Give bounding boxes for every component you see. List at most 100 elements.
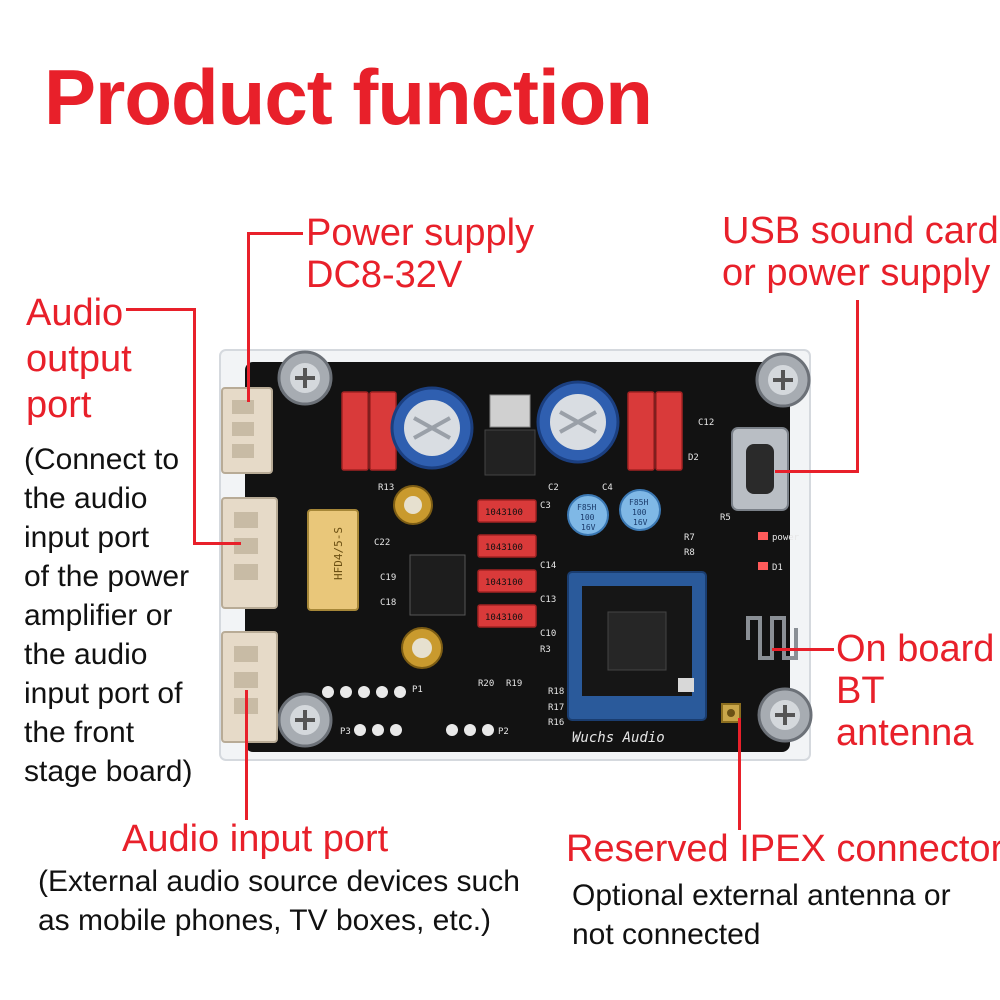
silk-label: D1	[772, 563, 783, 573]
label-line: output	[26, 338, 132, 380]
label-line: antenna	[836, 712, 974, 754]
brand-silkscreen: Wuchs Audio	[572, 730, 665, 746]
desc-line: as mobile phones, TV boxes, etc.)	[38, 904, 492, 937]
cap-small-label: 100	[632, 508, 647, 517]
callout-line-usb	[775, 470, 859, 473]
silk-label: R19	[506, 679, 522, 689]
label-antenna: On board BT antenna	[836, 628, 994, 754]
callout-line-audio-output	[193, 542, 241, 545]
desc-line: the audio	[24, 482, 148, 515]
label-line: Audio	[26, 292, 124, 334]
audio-output-description: (Connect to the audio input port of the …	[24, 440, 192, 791]
led-power	[758, 532, 768, 540]
cap-small-label: F85H	[629, 498, 648, 507]
silk-label: C2	[548, 483, 559, 493]
silk-label: P1	[412, 685, 423, 695]
usb-c-port	[731, 427, 789, 511]
pin-header-p1	[322, 686, 406, 698]
small-caps-blue	[567, 489, 661, 536]
pcb-board-illustration: 1043100 1043100 1043100 1043100 F85H 100…	[219, 349, 813, 761]
label-line: DC8-32V	[306, 254, 463, 296]
silk-label: power	[772, 533, 800, 543]
label-ipex: Reserved IPEX connector	[566, 828, 1000, 870]
label-line: or power supply	[722, 252, 991, 294]
callout-line-power	[247, 232, 303, 235]
audio-output-connector	[221, 497, 278, 609]
label-line: Power supply	[306, 212, 535, 254]
red-capacitors-center	[477, 499, 537, 628]
red-capacitors-top-right	[627, 391, 683, 471]
callout-line-audio-input	[245, 690, 248, 820]
silk-label: R3	[540, 645, 551, 655]
silk-label: R8	[684, 548, 695, 558]
label-line: port	[26, 384, 92, 426]
silk-label: C19	[380, 573, 396, 583]
silk-label: R16	[548, 718, 564, 728]
label-power-supply: Power supply DC8-32V	[306, 212, 534, 296]
silk-label: R18	[548, 687, 564, 697]
callout-line-usb	[856, 300, 859, 472]
cap-small-label: 100	[580, 513, 595, 522]
callout-line-audio-output	[193, 308, 196, 544]
silk-label: C3	[540, 501, 551, 511]
desc-line: not connected	[572, 918, 761, 951]
silk-label: R17	[548, 703, 564, 713]
cap-marking: 1043100	[485, 578, 523, 588]
desc-line: input port of	[24, 677, 183, 710]
pin-header-p3	[354, 724, 402, 736]
callout-line-ipex	[738, 718, 741, 830]
label-line: USB sound card	[722, 210, 999, 252]
silk-label: P2	[498, 727, 509, 737]
silk-label: C14	[540, 561, 556, 571]
screw-bottom-right	[757, 687, 813, 743]
pin-header-p2	[446, 724, 494, 736]
ipex-connector	[721, 703, 741, 723]
silk-label: R13	[378, 483, 394, 493]
label-audio-output: Audio output port	[26, 290, 132, 428]
label-line: On board	[836, 628, 995, 670]
screw-bottom-left	[277, 692, 333, 748]
callout-line-power	[247, 232, 250, 402]
silk-label: R5	[720, 513, 731, 523]
audio-input-connector	[221, 631, 278, 743]
audio-input-description: (External audio source devices such as m…	[38, 862, 520, 940]
label-usb: USB sound card or power supply	[722, 210, 999, 294]
desc-line: the front	[24, 716, 135, 749]
desc-line: of the power	[24, 560, 190, 593]
cap-small-label: 16V	[633, 518, 648, 527]
silk-label: D2	[688, 453, 699, 463]
electrolytic-cap-right	[536, 380, 620, 464]
pcb-antenna	[746, 616, 798, 660]
silk-label: C12	[698, 418, 714, 428]
desc-line: stage board)	[24, 755, 193, 788]
silk-label: C18	[380, 598, 396, 608]
callout-line-audio-output	[126, 308, 196, 311]
label-line: BT	[836, 670, 885, 712]
ic-chip	[409, 554, 466, 616]
silk-label: C4	[602, 483, 613, 493]
relay: HFD4/5-S	[307, 509, 359, 611]
gold-capacitors	[393, 485, 443, 669]
desc-line: (Connect to	[24, 443, 180, 476]
silk-label: C13	[540, 595, 556, 605]
screw-top-right	[755, 352, 811, 408]
led-status	[758, 562, 768, 570]
page-title: Product function	[44, 53, 653, 141]
ipex-description: Optional external antenna or not connect…	[572, 876, 951, 954]
bt-module	[567, 571, 707, 721]
cap-small-label: F85H	[577, 503, 596, 512]
desc-line: amplifier or	[24, 599, 173, 632]
cap-small-label: 16V	[581, 523, 596, 532]
callout-line-antenna	[772, 648, 834, 651]
silk-label: C22	[374, 538, 390, 548]
desc-line: input port	[24, 521, 150, 554]
silk-label: P3	[340, 727, 351, 737]
label-audio-input: Audio input port	[122, 818, 389, 860]
relay-label: HFD4/5-S	[332, 527, 345, 580]
electrolytic-cap-left	[390, 386, 474, 470]
cap-marking: 1043100	[485, 508, 523, 518]
silk-label: R20	[478, 679, 494, 689]
screw-top-left	[277, 350, 333, 406]
power-connector	[221, 387, 273, 474]
silk-label: C10	[540, 629, 556, 639]
